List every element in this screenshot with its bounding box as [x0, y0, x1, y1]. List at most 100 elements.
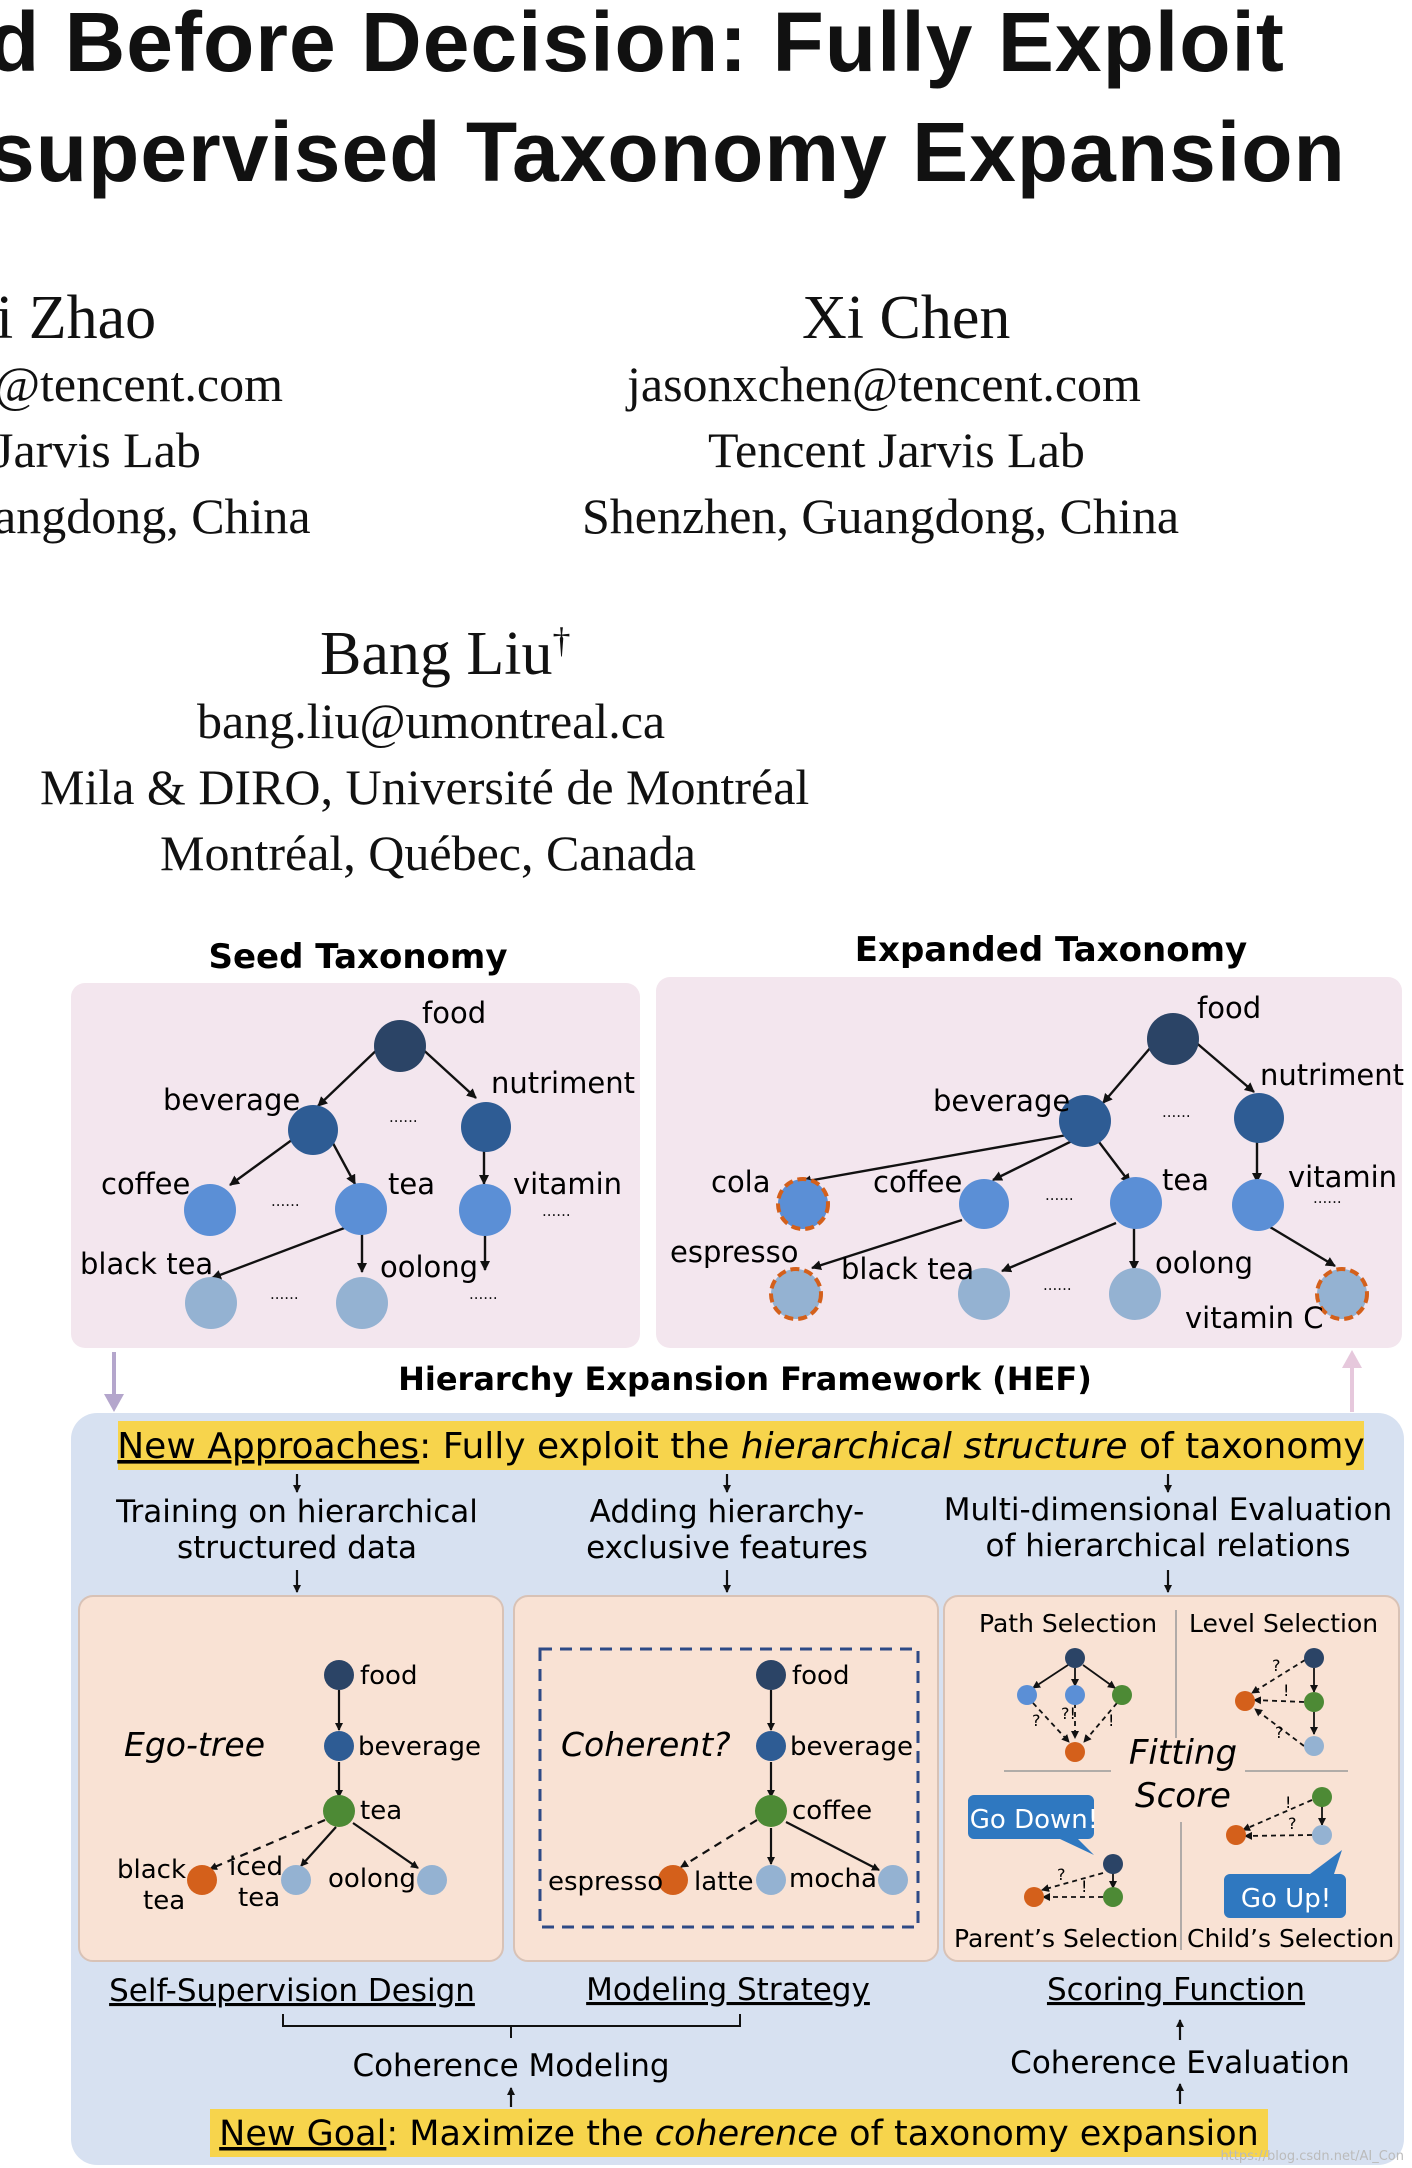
- node-nutriment: [461, 1102, 511, 1152]
- ego-tree-panel: Ego-tree food beverage tea black tea ice…: [78, 1595, 504, 1962]
- goal-tail: of taxonomy expansion: [838, 2114, 1259, 2154]
- exclamation-mark: !: [1081, 1877, 1087, 1896]
- banner-bg: [118, 1421, 1364, 1470]
- label-black-tea: black tea: [80, 1247, 213, 1281]
- go-down-bubble: Go Down!: [968, 1795, 1098, 1855]
- ego-tree-label: Ego-tree: [124, 1725, 265, 1764]
- label-tea: tea: [388, 1167, 435, 1201]
- label-nutriment: nutriment: [1260, 1058, 1404, 1092]
- label-beverage: beverage: [790, 1732, 913, 1762]
- go-down-text: Go Down!: [970, 1805, 1098, 1835]
- node-vitamin-c-new: [1315, 1267, 1369, 1321]
- level-selection-label: Level Selection: [1189, 1609, 1378, 1638]
- node-food: [374, 1020, 426, 1072]
- label-coffee: coffee: [101, 1167, 190, 1201]
- approaches-rest: : Fully exploit the: [419, 1426, 741, 1467]
- ellipsis: ......: [271, 1192, 300, 1210]
- node-iced-tea: [281, 1865, 311, 1895]
- path-selection-label: Path Selection: [979, 1609, 1157, 1638]
- label-nutriment: nutriment: [491, 1066, 635, 1100]
- label-food: food: [422, 996, 486, 1030]
- col3-line1: Multi-dimensional Evaluation: [944, 1492, 1393, 1528]
- author-location: Montréal, Québec, Canada: [160, 825, 696, 881]
- col1-line1: Training on hierarchical: [115, 1494, 478, 1530]
- label-beverage: beverage: [933, 1084, 1070, 1118]
- node-food: [324, 1660, 354, 1690]
- seed-taxonomy-panel: food beverage nutriment coffee tea vitam…: [71, 983, 640, 1348]
- node-food: [1147, 1013, 1199, 1065]
- label-iced: iced: [229, 1852, 283, 1882]
- seed-panel-bg: [71, 983, 640, 1348]
- seed-taxonomy-title: Seed Taxonomy: [209, 937, 508, 977]
- label-tea: tea: [238, 1883, 280, 1913]
- approaches-lead: New Approaches: [117, 1426, 419, 1467]
- approaches-text: New Approaches: Fully exploit the hierar…: [117, 1426, 1364, 1467]
- author-org: Jarvis Lab: [0, 422, 201, 478]
- goal-lead: New Goal: [219, 2114, 386, 2154]
- author-name: i Zhao: [0, 284, 157, 352]
- label-vitamin-c: vitamin C: [1185, 1301, 1324, 1335]
- author-email: bang.liu@umontreal.ca: [197, 693, 666, 749]
- author-org: Mila & DIRO, Université de Montréal: [40, 759, 810, 815]
- coherence-evaluation-label: Coherence Evaluation: [1010, 2045, 1350, 2081]
- node-espresso-new: [769, 1267, 823, 1321]
- label-tea: tea: [1162, 1163, 1209, 1197]
- author-email: jasonxchen@tencent.com: [627, 356, 1141, 412]
- paper-title-line-1: d Before Decision: Fully Exploit: [0, 0, 1285, 89]
- ellipsis: ......: [1162, 1103, 1191, 1121]
- paper-title-line-2: supervised Taxonomy Expansion: [0, 105, 1346, 199]
- ellipsis: ......: [270, 1285, 299, 1303]
- parents-selection-tree: ? !: [1024, 1854, 1123, 1907]
- label-oolong: oolong: [328, 1864, 416, 1894]
- node-tea: [323, 1795, 355, 1827]
- go-up-text: Go Up!: [1241, 1884, 1331, 1914]
- label-oolong: oolong: [380, 1250, 478, 1284]
- ellipsis: ......: [389, 1108, 418, 1126]
- new-goal-banner: New Goal: Maximize the coherence of taxo…: [210, 2109, 1268, 2157]
- node-oolong: [336, 1277, 388, 1329]
- label-vitamin: vitamin: [1288, 1160, 1397, 1194]
- panel-bg: [513, 1595, 939, 1962]
- author-location: angdong, China: [0, 488, 311, 544]
- self-supervision-caption: Self-Supervision Design: [109, 1973, 475, 2009]
- label-black-tea: black tea: [841, 1252, 974, 1286]
- node-beverage: [288, 1105, 338, 1155]
- banner-bg: [210, 2109, 1268, 2157]
- author-name: Bang Liu†: [320, 620, 571, 688]
- label-coffee: coffee: [792, 1796, 872, 1826]
- label-oolong: oolong: [1155, 1246, 1253, 1280]
- question-mark: ?: [1288, 1814, 1297, 1833]
- node-tea: [1110, 1177, 1162, 1229]
- label-espresso: espresso: [670, 1235, 798, 1269]
- modeling-strategy-caption: Modeling Strategy: [586, 1972, 870, 2008]
- panel-bg: [943, 1595, 1400, 1962]
- col3-line2: of hierarchical relations: [986, 1528, 1351, 1564]
- node-vitamin: [1232, 1179, 1284, 1231]
- label-tea: tea: [360, 1796, 402, 1826]
- label-black: black: [117, 1855, 186, 1885]
- node-nutriment: [1234, 1093, 1284, 1143]
- hef-title: Hierarchy Expansion Framework (HEF): [398, 1360, 1092, 1398]
- label-coffee: coffee: [873, 1165, 962, 1199]
- node-coffee: [184, 1184, 236, 1236]
- label-beverage: beverage: [358, 1732, 481, 1762]
- label-latte: latte: [694, 1867, 754, 1897]
- goal-text: New Goal: Maximize the coherence of taxo…: [219, 2114, 1259, 2154]
- node-espresso: [658, 1865, 688, 1895]
- exclamation-mark: !: [1285, 1793, 1291, 1812]
- author-name: Xi Chen: [802, 284, 1011, 352]
- approaches-emph: hierarchical structure: [741, 1426, 1128, 1467]
- node-cola-new: [776, 1177, 830, 1231]
- label-beverage: beverage: [163, 1083, 300, 1117]
- bracket: [282, 2014, 741, 2038]
- node-latte: [756, 1865, 786, 1895]
- node-coffee: [755, 1795, 787, 1827]
- watermark: https://blog.csdn.net/AI_Con: [1220, 2149, 1404, 2164]
- expanded-taxonomy-title: Expanded Taxonomy: [855, 930, 1247, 970]
- path-selection-tree: ? ?! !: [1017, 1648, 1132, 1762]
- ellipsis: ......: [1313, 1189, 1342, 1207]
- panel-bg: [78, 1595, 504, 1962]
- scoring-function-panel: Path Selection Level Selection Parent’s …: [943, 1595, 1400, 1962]
- col2-line1: Adding hierarchy-: [590, 1494, 865, 1530]
- author-location: Shenzhen, Guangdong, China: [582, 488, 1180, 544]
